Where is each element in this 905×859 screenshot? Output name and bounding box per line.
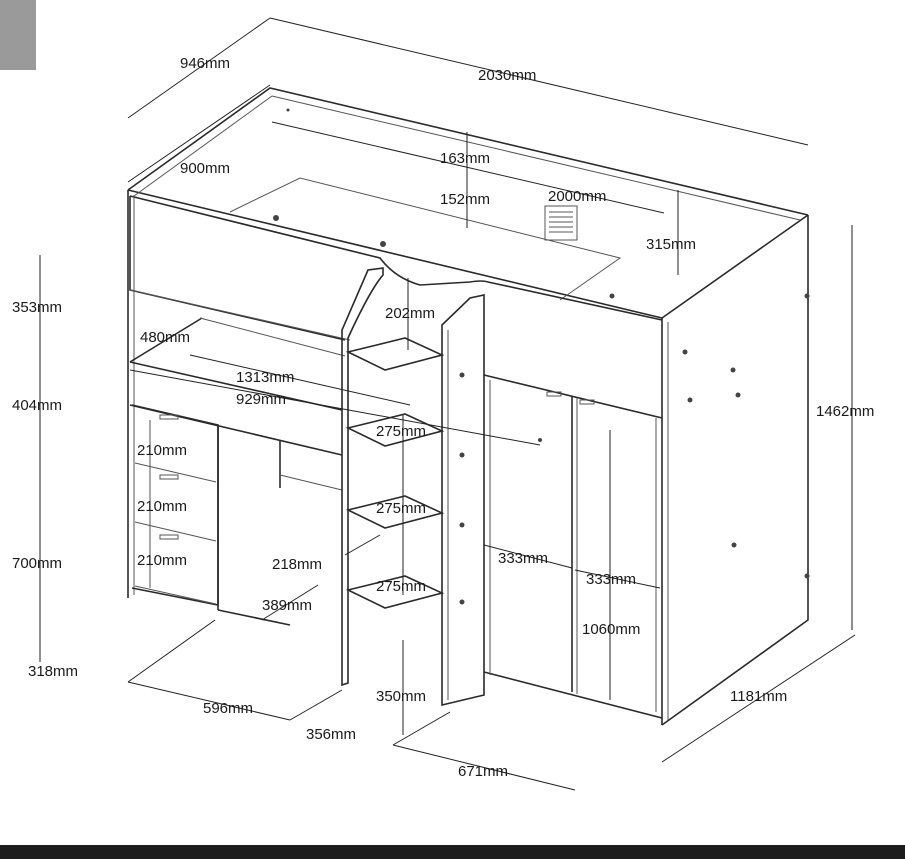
dimension-lines xyxy=(39,17,856,791)
vent-grill xyxy=(544,205,578,241)
desk-and-drawers xyxy=(129,317,346,626)
dim-353: 353mm xyxy=(12,299,62,316)
dim-929: 929mm xyxy=(236,391,286,408)
dim-210-drawer-1: 210mm xyxy=(137,442,187,459)
dim-275-middle: 275mm xyxy=(376,500,426,517)
dim-1462: 1462mm xyxy=(816,403,874,420)
bed-outline xyxy=(127,87,809,726)
dim-1181: 1181mm xyxy=(730,688,787,705)
dim-2030: 2030mm xyxy=(478,67,536,84)
dim-404: 404mm xyxy=(12,397,62,414)
wardrobe xyxy=(483,374,663,719)
dim-333-left: 333mm xyxy=(498,550,548,567)
dim-315: 315mm xyxy=(646,236,696,253)
dim-202: 202mm xyxy=(385,305,435,322)
dim-210-drawer-2: 210mm xyxy=(137,498,187,515)
corner-tab xyxy=(0,0,36,70)
dim-1313: 1313mm xyxy=(236,369,294,386)
dim-275-bottom: 275mm xyxy=(376,578,426,595)
dim-218: 218mm xyxy=(272,556,322,573)
dim-318: 318mm xyxy=(28,663,78,680)
ladder xyxy=(341,267,485,707)
bottom-bar xyxy=(0,845,905,859)
dim-596: 596mm xyxy=(203,700,253,717)
dim-356: 356mm xyxy=(306,726,356,743)
fixing-holes xyxy=(273,108,810,605)
dim-900: 900mm xyxy=(180,160,230,177)
dim-1060: 1060mm xyxy=(582,621,640,638)
dim-350: 350mm xyxy=(376,688,426,705)
dim-210-drawer-3: 210mm xyxy=(137,552,187,569)
dim-333-right: 333mm xyxy=(586,571,636,588)
dim-275-top: 275mm xyxy=(376,423,426,440)
dim-163: 163mm xyxy=(440,150,490,167)
dim-946: 946mm xyxy=(180,55,230,72)
dimension-labels: 946mm 2030mm 900mm 163mm 152mm 2000mm 31… xyxy=(12,55,874,780)
dim-700: 700mm xyxy=(12,555,62,572)
dim-152: 152mm xyxy=(440,191,490,208)
dim-671: 671mm xyxy=(458,763,508,780)
dim-389: 389mm xyxy=(262,597,312,614)
dim-480: 480mm xyxy=(140,329,190,346)
dim-2000: 2000mm xyxy=(548,188,606,205)
